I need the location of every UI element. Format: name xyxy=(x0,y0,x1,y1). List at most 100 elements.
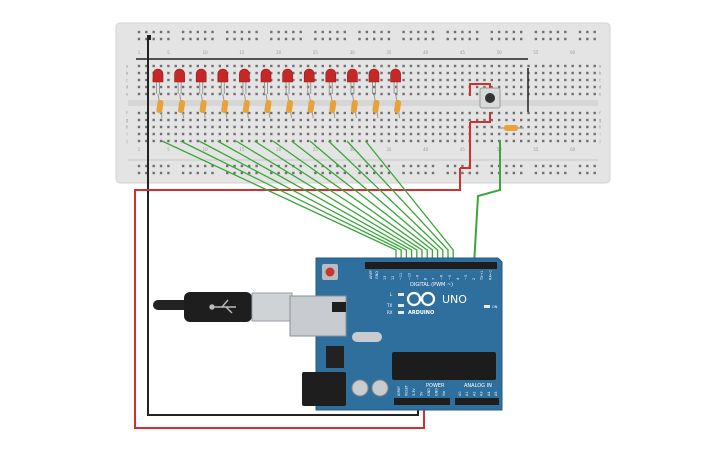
breadboard-hole xyxy=(402,30,405,34)
capacitor-right xyxy=(371,379,389,397)
breadboard-hole xyxy=(314,37,317,41)
breadboard-hole xyxy=(152,132,155,136)
breadboard-hole xyxy=(358,132,361,136)
breadboard-hole xyxy=(181,37,185,41)
breadboard-hole xyxy=(358,171,361,175)
breadboard-hole xyxy=(328,118,332,122)
breadboard-hole xyxy=(534,78,538,82)
breadboard-hole xyxy=(431,92,435,96)
breadboard-hole xyxy=(497,78,501,82)
breadboard-hole xyxy=(373,125,376,129)
breadboard-hole xyxy=(446,71,449,75)
breadboard-hole xyxy=(203,164,207,168)
breadboard-hole xyxy=(402,78,405,82)
breadboard-hole xyxy=(490,171,493,175)
breadboard-hole xyxy=(475,139,479,143)
breadboard-hole xyxy=(189,30,192,34)
breadboard-hole xyxy=(299,171,302,175)
breadboard-hole xyxy=(409,71,413,75)
breadboard-hole xyxy=(358,164,361,168)
breadboard-hole xyxy=(380,164,383,168)
breadboard-hole xyxy=(181,171,185,175)
breadboard-hole xyxy=(321,85,324,89)
breadboard-hole xyxy=(336,85,339,89)
breadboard-hole xyxy=(380,171,383,175)
breadboard-hole xyxy=(321,118,324,122)
led xyxy=(390,68,401,83)
breadboard-hole xyxy=(321,164,324,168)
breadboard-hole xyxy=(483,64,486,68)
breadboard-hole xyxy=(137,78,141,82)
breadboard-hole xyxy=(417,92,420,96)
breadboard-hole xyxy=(549,64,552,68)
breadboard-hole xyxy=(152,125,155,129)
breadboard-hole xyxy=(556,132,560,136)
led xyxy=(260,68,272,83)
breadboard-hole xyxy=(461,164,464,168)
breadboard-hole xyxy=(314,92,317,96)
breadboard-hole xyxy=(424,30,427,34)
resistor xyxy=(372,99,380,114)
breadboard-hole xyxy=(446,92,449,96)
breadboard-hole xyxy=(365,64,369,68)
pin-label: ~3 xyxy=(464,275,468,280)
breadboard-hole xyxy=(321,64,324,68)
breadboard-hole xyxy=(512,171,516,175)
breadboard-hole xyxy=(336,111,339,115)
breadboard-hole xyxy=(556,171,560,175)
breadboard-hole xyxy=(564,111,567,115)
pin-label: RX←0 xyxy=(488,270,492,280)
breadboard-hole xyxy=(343,71,346,75)
breadboard-hole xyxy=(174,64,177,68)
breadboard-hole xyxy=(181,118,185,122)
breadboard-hole xyxy=(306,118,310,122)
breadboard-hole xyxy=(189,92,192,96)
breadboard-hole xyxy=(439,71,442,75)
breadboard-hole xyxy=(586,171,589,175)
breadboard-hole xyxy=(196,164,199,168)
breadboard-hole xyxy=(350,118,354,122)
breadboard-hole xyxy=(203,139,207,143)
breadboard-hole xyxy=(395,125,398,129)
breadboard-hole xyxy=(431,71,435,75)
breadboard-hole xyxy=(240,132,244,136)
breadboard-hole xyxy=(549,125,552,129)
row-letter: g xyxy=(599,118,602,123)
breadboard-hole xyxy=(314,64,317,68)
row-letter: b xyxy=(599,71,602,76)
breadboard-hole xyxy=(483,71,486,75)
arduino-logo-text: ARDUINO xyxy=(408,310,434,316)
breadboard-hole xyxy=(321,30,324,34)
breadboard-hole xyxy=(336,164,339,168)
breadboard-hole xyxy=(475,37,479,41)
pin-label: ~6 xyxy=(440,275,444,280)
breadboard-hole xyxy=(520,111,523,115)
breadboard-hole xyxy=(402,37,405,41)
column-number: 25 xyxy=(313,50,319,55)
column-number: 25 xyxy=(313,147,319,152)
breadboard-hole xyxy=(461,64,464,68)
breadboard-hole xyxy=(468,78,471,82)
breadboard-hole xyxy=(233,71,236,75)
breadboard-hole xyxy=(586,125,589,129)
breadboard-hole xyxy=(409,64,413,68)
breadboard-hole xyxy=(314,118,317,122)
breadboard-hole xyxy=(549,139,552,143)
l-label: L xyxy=(390,292,393,297)
breadboard-hole xyxy=(586,64,589,68)
breadboard-hole xyxy=(505,71,508,75)
breadboard-hole xyxy=(248,118,251,122)
breadboard-hole xyxy=(586,111,589,115)
row-letter: e xyxy=(599,92,602,97)
breadboard-hole xyxy=(453,111,457,115)
breadboard-hole xyxy=(240,125,244,129)
breadboard-hole xyxy=(578,111,582,115)
breadboard-hole xyxy=(196,64,199,68)
pushbutton[interactable] xyxy=(479,87,501,109)
breadboard-hole xyxy=(549,85,552,89)
breadboard-hole xyxy=(505,171,508,175)
breadboard-hole xyxy=(564,85,567,89)
breadboard-hole xyxy=(431,78,435,82)
breadboard-hole xyxy=(181,85,185,89)
